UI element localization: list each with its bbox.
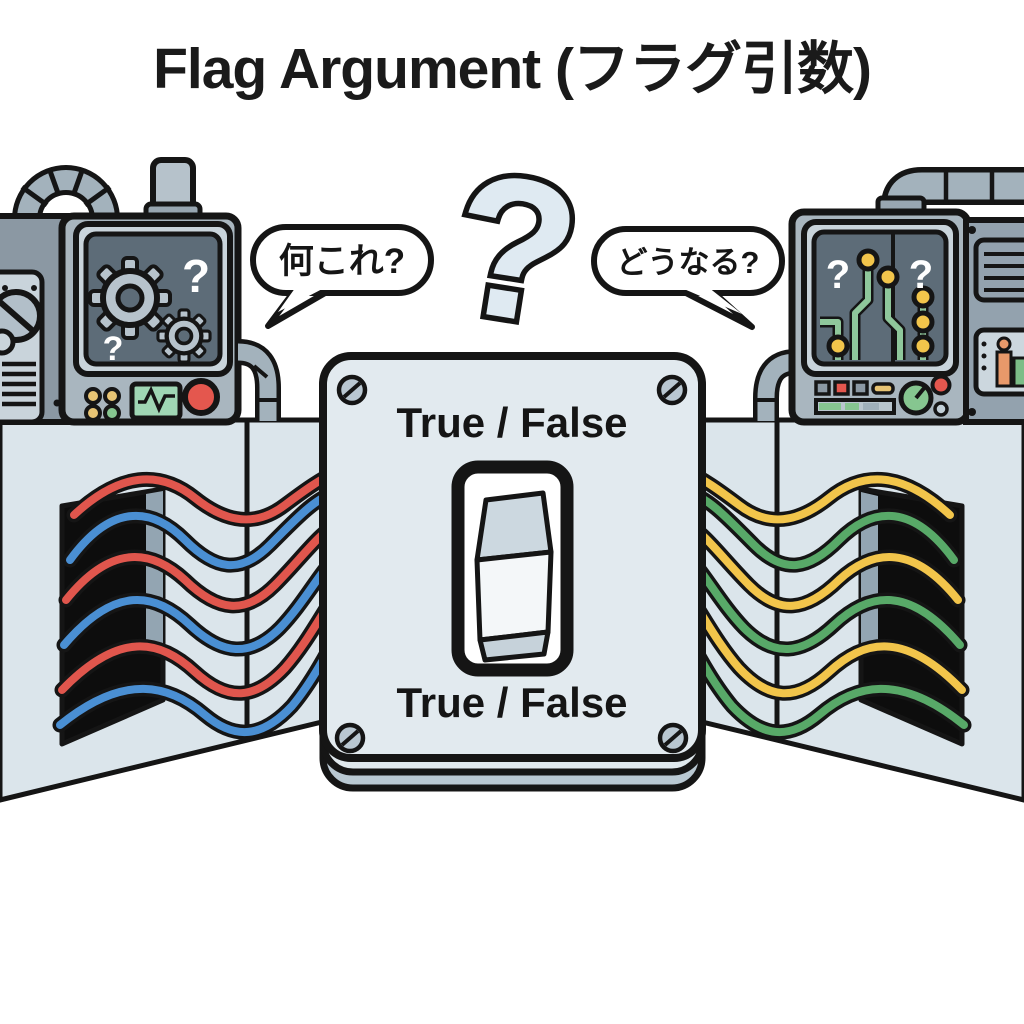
vent-lines-icon (2, 361, 36, 407)
bubble-body (250, 224, 434, 296)
screen-question-mark: ? (182, 250, 210, 302)
status-bar-segment (819, 403, 841, 410)
wire-green (684, 554, 964, 654)
hose-segments (20, 167, 112, 208)
button-round (930, 374, 952, 396)
status-bar-segment (845, 403, 859, 410)
wall-left-opening-edge (146, 491, 163, 655)
bubble-text: 何これ? (279, 242, 405, 281)
screw-bottom-left-icon (334, 722, 366, 754)
dot (981, 341, 987, 347)
screw-top-right-icon (656, 374, 688, 406)
dial-needle (0, 299, 34, 333)
speech-bubble-right: どうなる? (591, 226, 785, 330)
screw-top-left-icon (336, 374, 368, 406)
wires-left (52, 464, 344, 740)
switch-label-top: True / False (396, 399, 627, 446)
toggle-rocker-bottom (477, 629, 551, 663)
wall-right-opening-edge (861, 492, 878, 655)
screw-dot (968, 226, 976, 234)
toggle-switch (451, 460, 574, 677)
wire-yellow (684, 590, 966, 698)
knob-pointer (914, 385, 927, 400)
circuit-nodes-icon (826, 248, 935, 358)
wire-red (62, 521, 340, 610)
button-round (933, 401, 949, 417)
wire-blue (60, 554, 340, 654)
button-square (814, 380, 831, 396)
screw-dot (968, 408, 976, 416)
screw-dot (31, 285, 37, 291)
screen-question-mark: ? (103, 330, 124, 368)
button-square (833, 380, 850, 396)
dot (981, 353, 987, 359)
toggle-rocker-front (474, 549, 554, 643)
pipe-elbow-fill (237, 343, 277, 421)
wire-red (58, 590, 340, 698)
screen-question-mark: ? (909, 253, 933, 297)
button-round (84, 404, 102, 422)
mini-chart-icon (995, 350, 1013, 388)
wire-blue (56, 631, 340, 737)
mini-chart-icon (1012, 356, 1024, 388)
screen-question-mark: ? (826, 253, 850, 297)
bubble-tail-fill (278, 284, 328, 312)
mini-chart-icon (996, 336, 1012, 352)
pipe-segment (252, 364, 269, 379)
button-round (103, 387, 121, 405)
gear-large-icon (88, 256, 172, 340)
page-title: Flag Argument (フラグ引数) (153, 37, 871, 101)
status-bar-segment (863, 403, 879, 410)
wire-blue (66, 488, 340, 570)
wire-green (684, 631, 968, 737)
wire-red (70, 468, 340, 524)
big-question-mark-icon: ? (437, 130, 593, 369)
toggle-rocker-top (474, 490, 554, 563)
switch-plate: True / False True / False (319, 352, 706, 792)
button-square (852, 380, 869, 396)
screw-bottom-right-icon (657, 722, 689, 754)
wire-yellow (684, 521, 962, 610)
bubble-body (591, 226, 785, 296)
button-red-large (182, 378, 220, 416)
dot (981, 365, 987, 371)
screw-dot (2, 285, 8, 291)
speech-bubble-left: 何これ? (250, 224, 434, 329)
button-round (103, 404, 121, 422)
gear-small-icon (156, 308, 212, 364)
wire-green (684, 488, 958, 570)
waveform-icon (138, 385, 175, 414)
knob-small-icon (0, 328, 16, 356)
bubble-text: どうなる? (617, 245, 760, 280)
button-pill (871, 382, 895, 395)
button-round (84, 387, 102, 405)
wires-right (680, 464, 972, 740)
screw-dot (53, 399, 61, 407)
vent-lines-icon (984, 252, 1024, 292)
machine-right-screen (811, 229, 949, 367)
hose-arc-fill (17, 170, 115, 220)
bubble-tail-fill (684, 287, 742, 314)
machine-left: ? ? (0, 157, 281, 426)
switch-label-bottom: True / False (396, 679, 627, 726)
vent-box (973, 237, 1024, 303)
wire-yellow (684, 468, 954, 524)
machine-right: ? ? (753, 167, 1024, 426)
